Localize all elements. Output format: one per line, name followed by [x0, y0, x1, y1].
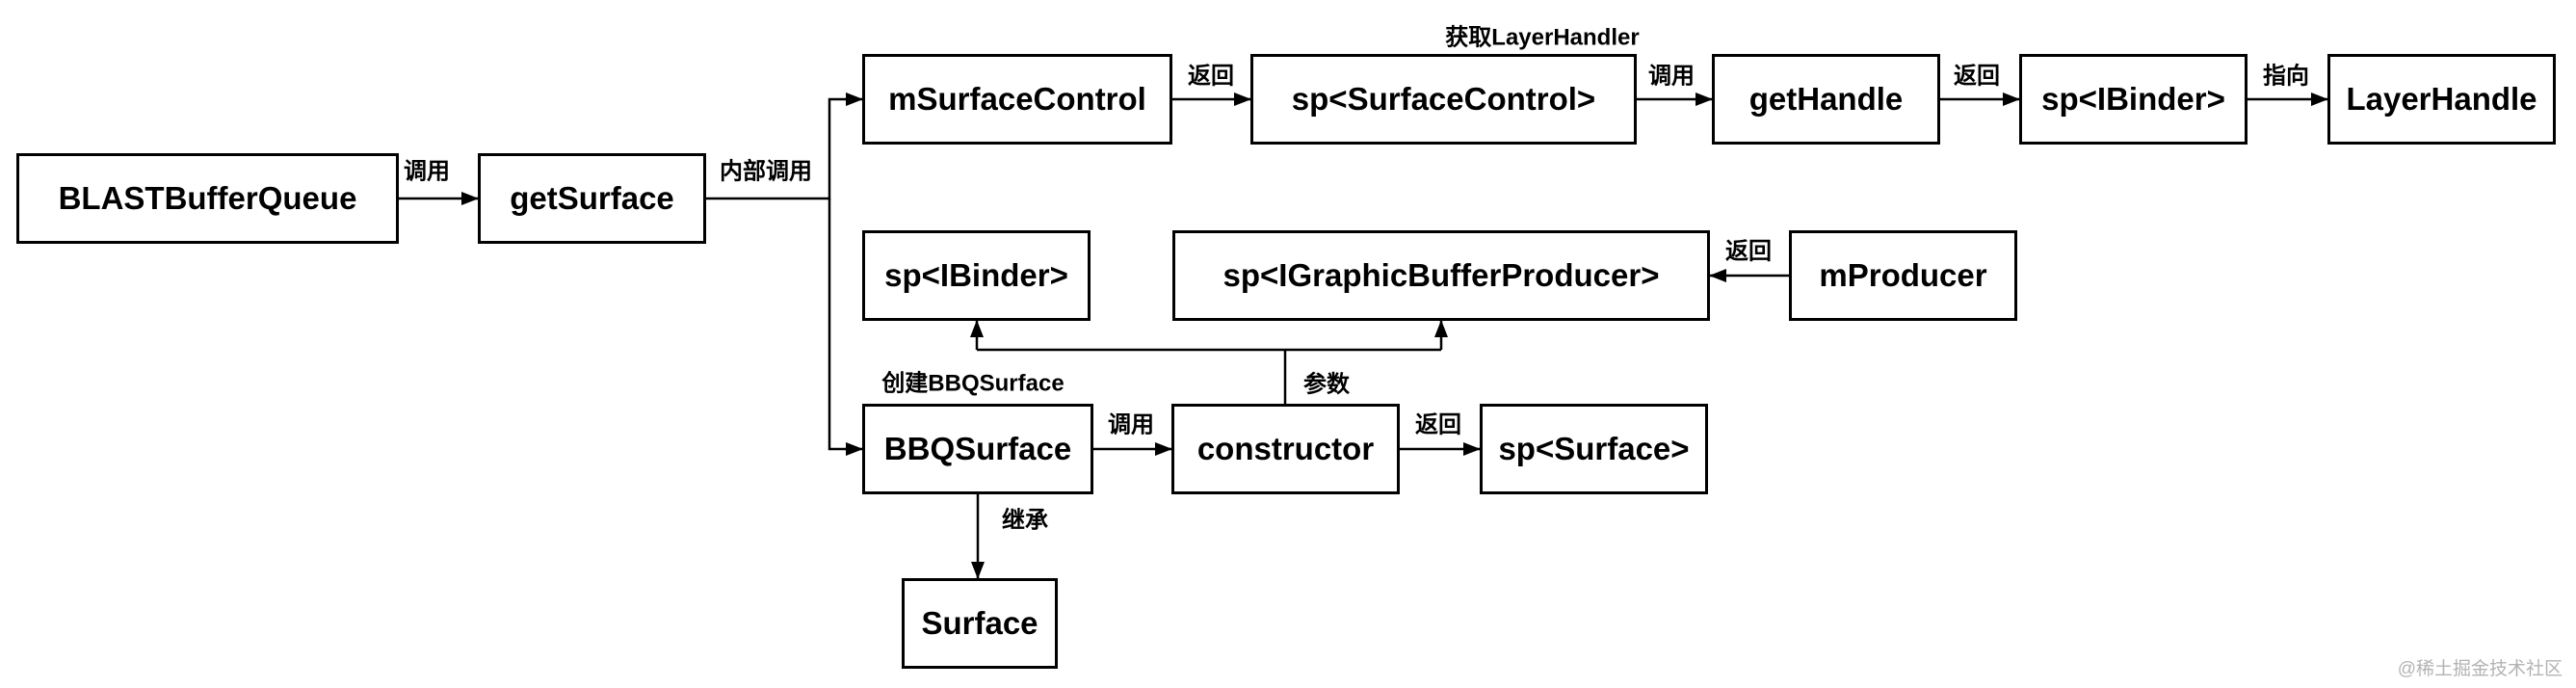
node-surface: Surface — [902, 578, 1058, 669]
edge-label-return-2: 返回 — [1954, 63, 2000, 90]
edge-label-create-bbqsurface: 创建BBQSurface — [881, 370, 1065, 397]
node-getsurface: getSurface — [478, 153, 706, 244]
node-bbqsurface: BBQSurface — [862, 404, 1093, 494]
edge-label-return-4: 返回 — [1415, 411, 1461, 438]
edge-label-call-1: 调用 — [404, 158, 450, 185]
node-mproducer: mProducer — [1789, 230, 2017, 321]
edge-label-internal-call: 内部调用 — [720, 158, 812, 185]
node-spigraphicbufferproducer: sp<IGraphicBufferProducer> — [1172, 230, 1710, 321]
edge-label-param: 参数 — [1303, 371, 1350, 398]
node-spsurface: sp<Surface> — [1480, 404, 1708, 494]
node-gethandle: getHandle — [1712, 54, 1940, 145]
node-blastbufferqueue: BLASTBufferQueue — [16, 153, 399, 244]
node-constructor: constructor — [1171, 404, 1400, 494]
edge-label-call-2: 调用 — [1648, 63, 1695, 90]
edge-getsurface-to-msurfacecontrol — [706, 93, 863, 200]
watermark: @稀土掘金技术社区 — [2397, 659, 2563, 679]
edge-getsurface-to-bbqsurface — [828, 198, 863, 456]
edge-label-point-to: 指向 — [2263, 63, 2309, 90]
node-spsurfacecontrol: sp<SurfaceControl> — [1250, 54, 1637, 145]
edge-label-call-3: 调用 — [1108, 411, 1154, 438]
node-layerhandle: LayerHandle — [2327, 54, 2556, 145]
node-spibinder-top: sp<IBinder> — [2019, 54, 2247, 145]
edge-label-return-1: 返回 — [1188, 63, 1234, 90]
node-msurfacecontrol: mSurfaceControl — [862, 54, 1172, 145]
edge-label-inherit: 继承 — [1002, 507, 1048, 534]
node-spibinder-mid: sp<IBinder> — [862, 230, 1091, 321]
edge-label-get-layerhandler: 获取LayerHandler — [1445, 24, 1640, 51]
edge-label-return-3: 返回 — [1725, 238, 1772, 265]
